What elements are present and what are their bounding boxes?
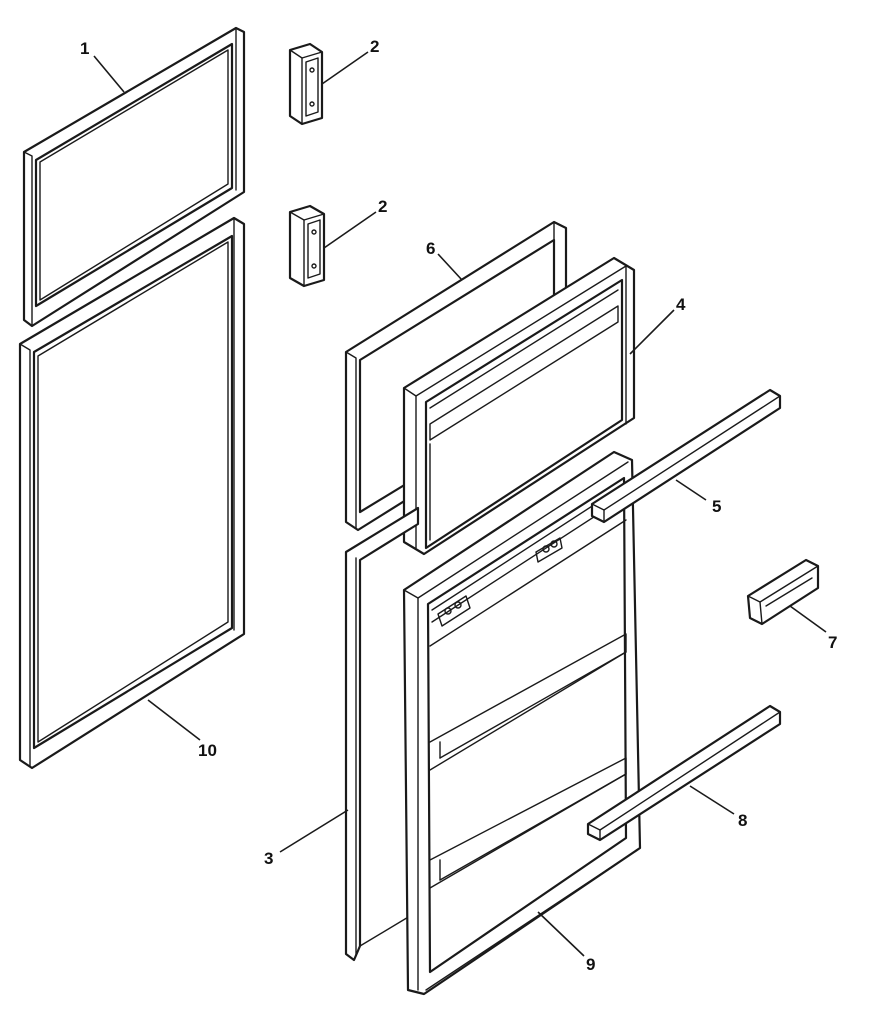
part-2-upper-hinge-cover xyxy=(288,42,324,126)
callout-8: 8 xyxy=(738,811,747,830)
part-5-shelf-rail xyxy=(590,388,782,524)
part-4-freezer-door-liner xyxy=(402,256,636,556)
part-10-fresh-food-gasket xyxy=(18,216,246,770)
part-8-shelf-rail xyxy=(586,704,782,842)
callout-2-lower: 2 xyxy=(378,197,387,216)
callout-2-upper: 2 xyxy=(370,37,379,56)
callout-1: 1 xyxy=(80,39,89,58)
part-2-lower-hinge-cover xyxy=(288,204,326,288)
callout-6: 6 xyxy=(426,239,435,258)
callout-3: 3 xyxy=(264,849,273,868)
callout-5: 5 xyxy=(712,497,721,516)
callout-4: 4 xyxy=(676,295,686,314)
part-9-fresh-food-door-liner xyxy=(402,450,642,996)
leader-lines xyxy=(93,51,827,957)
part-1-freezer-gasket xyxy=(22,26,246,328)
part-3-fresh-food-door-gasket xyxy=(344,506,420,962)
callout-10: 10 xyxy=(198,741,217,760)
callout-7: 7 xyxy=(828,633,837,652)
part-7-rail-end-cap xyxy=(746,558,820,626)
callout-9: 9 xyxy=(586,955,595,974)
